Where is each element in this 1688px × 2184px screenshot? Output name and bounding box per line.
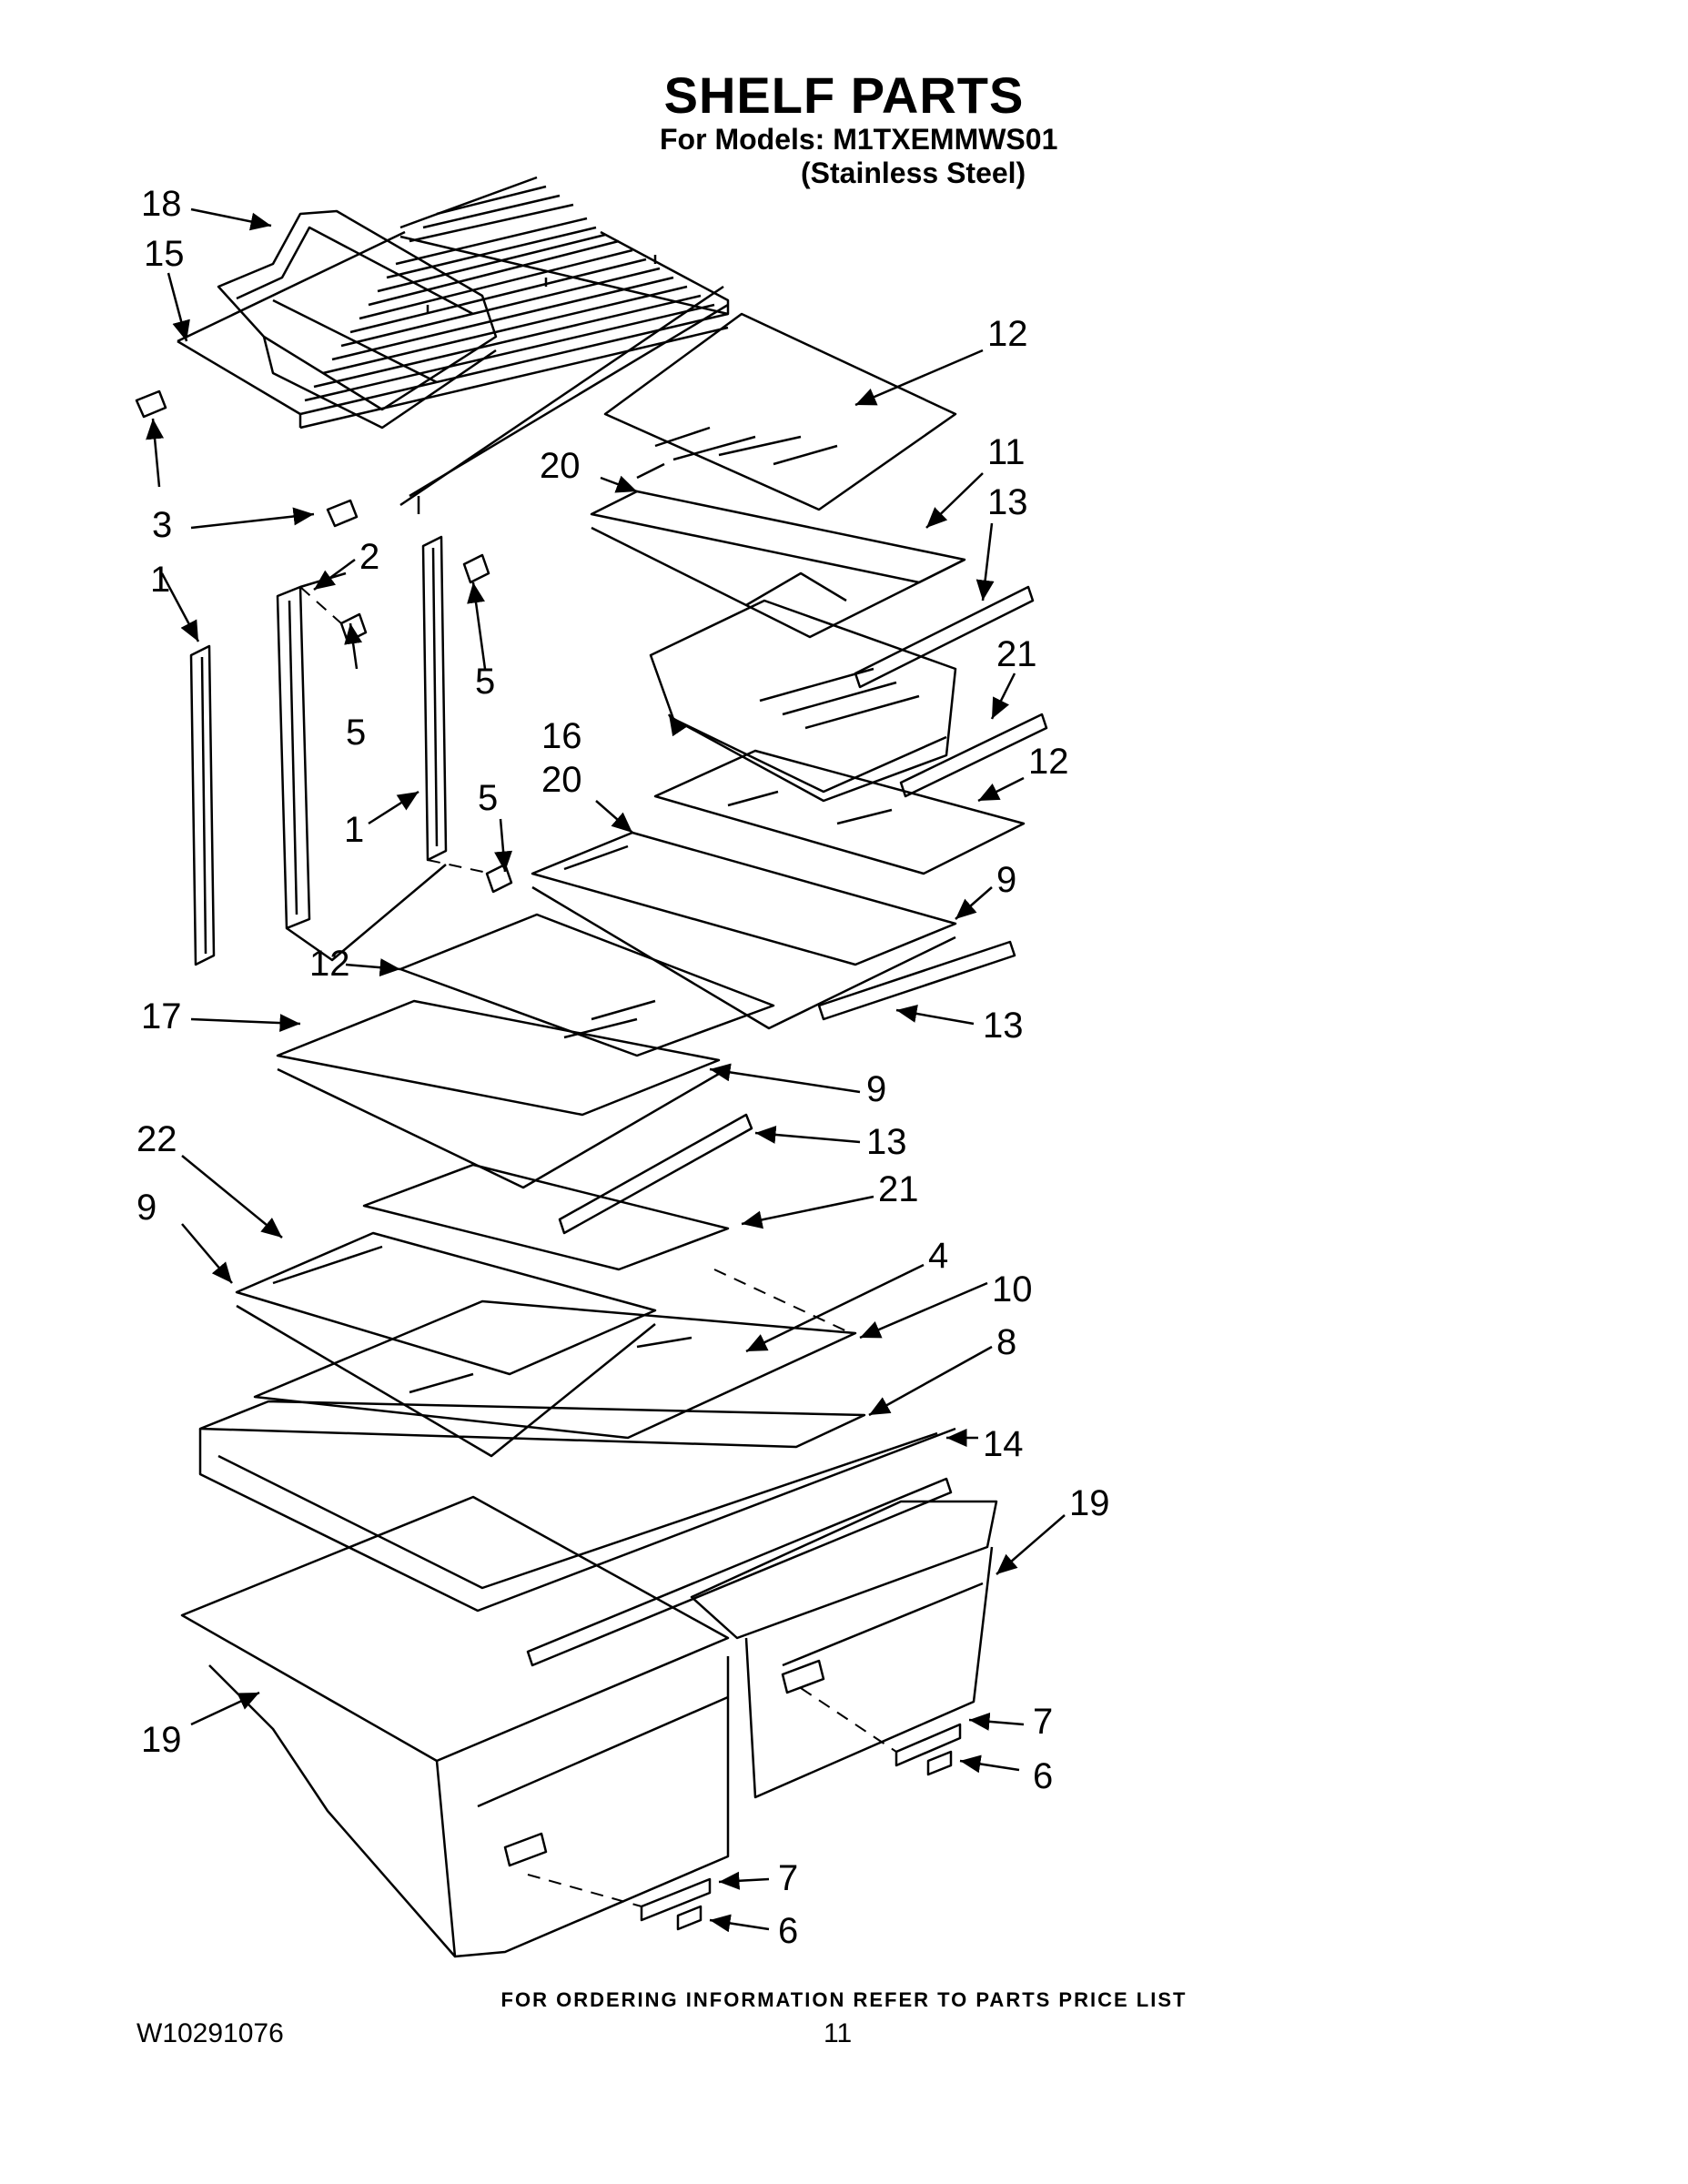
crisper-drawer-left xyxy=(180,1495,730,1958)
shelf-trim-13 xyxy=(854,585,1035,689)
callout-11: 11 xyxy=(987,432,1026,472)
callout-4: 4 xyxy=(928,1236,948,1276)
callout-15: 15 xyxy=(144,234,185,274)
drawer-label-left xyxy=(640,1877,712,1931)
callout-5-lower: 5 xyxy=(478,778,498,818)
trim-21 xyxy=(899,713,1048,798)
callout-8: 8 xyxy=(996,1322,1016,1362)
lower-trim-13 xyxy=(558,1113,753,1235)
upper-shelf-frame xyxy=(590,462,966,639)
crisper-cover-frame xyxy=(198,1400,956,1613)
callout-17: 17 xyxy=(141,996,182,1036)
middle-shelf-frame xyxy=(531,831,957,1030)
callout-20-top: 20 xyxy=(540,446,581,486)
drawer-label-right xyxy=(895,1723,962,1776)
ordering-note: FOR ORDERING INFORMATION REFER TO PARTS … xyxy=(500,1988,1188,2011)
callout-13-lower: 13 xyxy=(866,1122,907,1162)
callout-9-bottom: 9 xyxy=(136,1188,157,1228)
crisper-drawer xyxy=(649,571,957,803)
cover-trim-14 xyxy=(526,1477,953,1667)
callout-6-right: 6 xyxy=(1033,1756,1053,1796)
leader-arrows xyxy=(146,207,1066,1933)
finish-line: (Stainless Steel) xyxy=(801,157,1026,189)
crisper-cover-shelf xyxy=(235,1231,657,1458)
callout-12-top: 12 xyxy=(987,314,1028,354)
callout-7-left: 7 xyxy=(778,1858,798,1898)
top-storage-bin xyxy=(217,209,498,430)
callout-5-upper-left: 5 xyxy=(346,713,366,753)
callout-labels: 18 15 3 1 2 5 5 5 1 12 20 11 13 16 21 12… xyxy=(136,184,1110,1951)
callout-6-left: 6 xyxy=(778,1911,798,1951)
callout-21-lower: 21 xyxy=(878,1169,919,1209)
callout-14: 14 xyxy=(983,1424,1024,1464)
callout-22: 22 xyxy=(136,1119,177,1159)
callout-9-lower: 9 xyxy=(866,1069,886,1109)
callout-5-upper-right: 5 xyxy=(475,662,495,702)
callout-1-left: 1 xyxy=(150,560,170,600)
callout-16: 16 xyxy=(541,716,582,756)
upper-glass-panel xyxy=(603,312,957,511)
callout-18: 18 xyxy=(141,184,182,224)
callout-12-lower: 12 xyxy=(309,944,350,984)
callout-2: 2 xyxy=(359,537,379,577)
callout-10: 10 xyxy=(992,1269,1033,1309)
assembly-lines xyxy=(299,586,897,1907)
top-wire-shelf xyxy=(177,176,730,514)
callout-1-right: 1 xyxy=(344,810,364,850)
crisper-cover-glass xyxy=(253,1299,857,1440)
callout-19-right: 19 xyxy=(1069,1483,1110,1523)
callout-21-top: 21 xyxy=(996,634,1037,674)
callout-12-middle: 12 xyxy=(1028,742,1069,782)
callout-19-left: 19 xyxy=(141,1720,182,1760)
callout-13-top: 13 xyxy=(987,482,1028,522)
callout-9-middle: 9 xyxy=(996,860,1016,900)
lower-shelf-frame xyxy=(276,999,721,1189)
shelf-support-pins xyxy=(135,389,359,528)
vertical-rail-right xyxy=(421,535,448,862)
trim-21-lower xyxy=(362,1163,730,1271)
page-number: 11 xyxy=(824,2018,853,2048)
middle-glass-panel xyxy=(653,749,1026,875)
callout-3: 3 xyxy=(152,505,172,545)
page-header: SHELF PARTS For Models: M1TXEMMWS01 (Sta… xyxy=(0,0,1688,189)
callout-13-middle: 13 xyxy=(983,1006,1024,1046)
lower-glass-panel xyxy=(399,913,775,1057)
page-title: SHELF PARTS xyxy=(663,66,1025,124)
document-number: W10291076 xyxy=(136,2018,284,2048)
crisper-drawer-right xyxy=(690,1500,998,1799)
callout-20-middle: 20 xyxy=(541,760,582,800)
callout-7-right: 7 xyxy=(1033,1702,1053,1742)
shelf-ladder-bracket xyxy=(276,571,447,962)
middle-trim-13 xyxy=(817,940,1016,1021)
model-number-line: For Models: M1TXEMMWS01 xyxy=(660,123,1058,156)
vertical-rail-left xyxy=(189,644,216,966)
